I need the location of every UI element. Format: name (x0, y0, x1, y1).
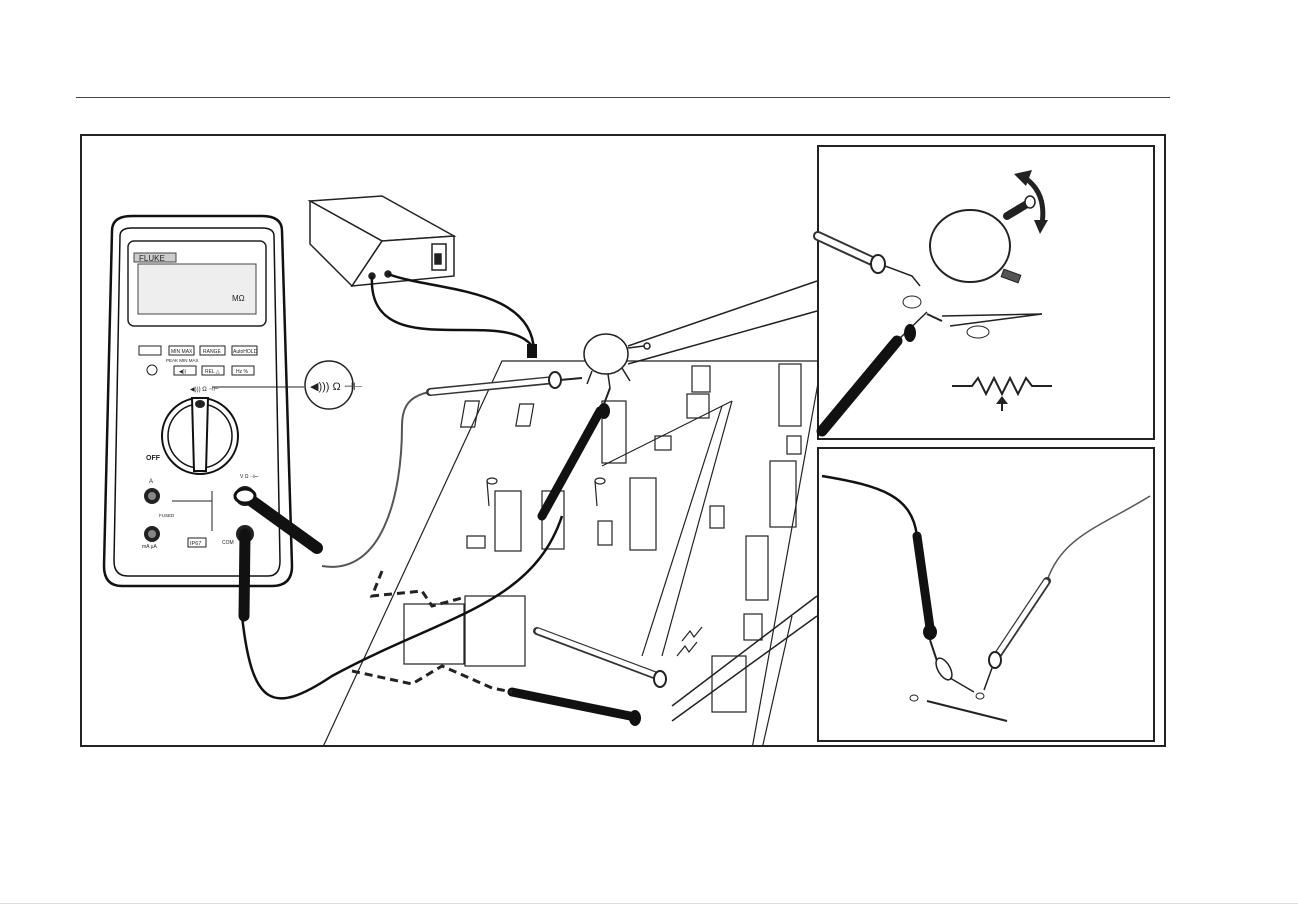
multimeter: FLUKE MΩ MIN MAX RANGE AutoHOLD ◀)) REL … (104, 216, 317, 616)
page-footer-line (0, 903, 1298, 904)
header-rule (76, 97, 1170, 98)
circuit-board (322, 361, 822, 747)
supply-connector (527, 344, 537, 358)
power-supply (310, 196, 454, 286)
off-label: OFF (146, 455, 161, 462)
jack-ma-label: mA μA (142, 544, 157, 550)
rotary-dial[interactable] (162, 398, 238, 474)
autohold-label: AutoHOLD (233, 349, 258, 355)
ip-label: IP67 (190, 541, 201, 547)
beep-label: ◀)) (179, 369, 187, 375)
minmax-label: MIN MAX (171, 349, 193, 355)
display-unit: MΩ (232, 294, 245, 303)
measurement-figure: FLUKE MΩ MIN MAX RANGE AutoHOLD ◀)) REL … (80, 134, 1166, 747)
hz-label: Hz % (236, 369, 249, 375)
jack-a-label: A (149, 479, 153, 485)
rel-label: REL △ (205, 369, 220, 375)
fused-label: FUSED (159, 513, 175, 518)
peak-label: PEAK MIN MAX (166, 358, 199, 363)
jack-v-label: V Ω ⊣⊢ (240, 473, 259, 480)
inset-probes (818, 448, 1154, 741)
callout-symbols: ◀))) Ω ⊣⊢ (310, 381, 363, 393)
inset-potentiometer (818, 146, 1154, 439)
range-label: RANGE (203, 349, 221, 355)
jack-com-label: COM (222, 540, 234, 546)
illustration: FLUKE MΩ MIN MAX RANGE AutoHOLD ◀)) REL … (82, 136, 1166, 747)
brand-label: FLUKE (139, 254, 165, 263)
light-button[interactable] (147, 365, 157, 375)
